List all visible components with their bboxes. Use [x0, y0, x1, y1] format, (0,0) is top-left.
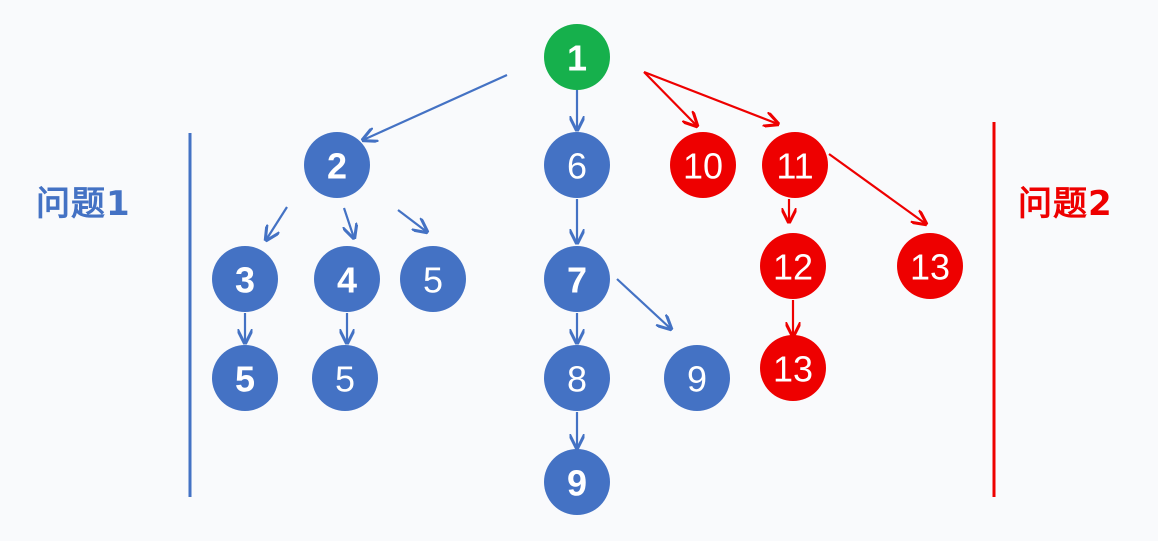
node-n13b: 13 [760, 335, 826, 401]
node-label: 10 [683, 146, 723, 187]
edges-layer [245, 70, 926, 448]
node-label: 6 [567, 146, 587, 187]
node-n9b: 9 [544, 449, 610, 515]
node-circle [544, 132, 610, 198]
node-label: 11 [776, 146, 813, 187]
node-circle [544, 449, 610, 515]
node-circle [212, 246, 278, 312]
node-n7: 7 [544, 246, 610, 312]
node-n5b: 5 [212, 345, 278, 411]
node-label: 5 [335, 359, 355, 400]
node-circle [304, 132, 370, 198]
node-circle [762, 132, 828, 198]
edge-n7-n9a [616, 278, 671, 329]
edge-n11-n13a [828, 153, 926, 224]
node-circle [670, 132, 736, 198]
node-n4: 4 [314, 246, 380, 312]
node-n1: 1 [544, 24, 610, 90]
node-n13a: 13 [897, 233, 963, 299]
node-circle [760, 233, 826, 299]
node-label: 3 [235, 260, 255, 301]
node-label: 12 [773, 247, 813, 288]
node-label: 5 [235, 359, 255, 400]
node-circle [312, 345, 378, 411]
node-n3: 3 [212, 246, 278, 312]
section-label-left: 问题1 [36, 184, 131, 224]
node-n6: 6 [544, 132, 610, 198]
node-circle [664, 345, 730, 411]
section-label-right: 问题2 [1018, 184, 1113, 224]
node-n8: 8 [544, 345, 610, 411]
node-label: 7 [567, 260, 587, 301]
node-label: 9 [567, 463, 587, 504]
edge-n2-n3 [266, 206, 288, 240]
node-n10: 10 [670, 132, 736, 198]
node-n5c: 5 [312, 345, 378, 411]
node-label: 5 [423, 260, 443, 301]
node-n11: 11 [762, 132, 828, 198]
node-label: 8 [567, 359, 587, 400]
node-label: 13 [773, 349, 813, 390]
node-circle [544, 345, 610, 411]
node-n9a: 9 [664, 345, 730, 411]
node-circle [897, 233, 963, 299]
node-label: 13 [910, 247, 950, 288]
edge-n1-n10 [643, 71, 697, 126]
node-label: 1 [567, 38, 587, 79]
node-label: 9 [687, 359, 707, 400]
node-n2: 2 [304, 132, 370, 198]
node-circle [314, 246, 380, 312]
edge-n1-n11 [643, 70, 778, 124]
node-circle [760, 335, 826, 401]
edge-n1-n2 [363, 73, 508, 140]
node-circle [212, 345, 278, 411]
node-circle [400, 246, 466, 312]
node-circle [544, 24, 610, 90]
node-n12: 12 [760, 233, 826, 299]
node-label: 4 [337, 260, 357, 301]
node-circle [544, 246, 610, 312]
edge-n2-n5a [397, 209, 427, 232]
node-label: 2 [327, 146, 347, 187]
node-n5a: 5 [400, 246, 466, 312]
edge-n2-n4 [344, 207, 354, 238]
